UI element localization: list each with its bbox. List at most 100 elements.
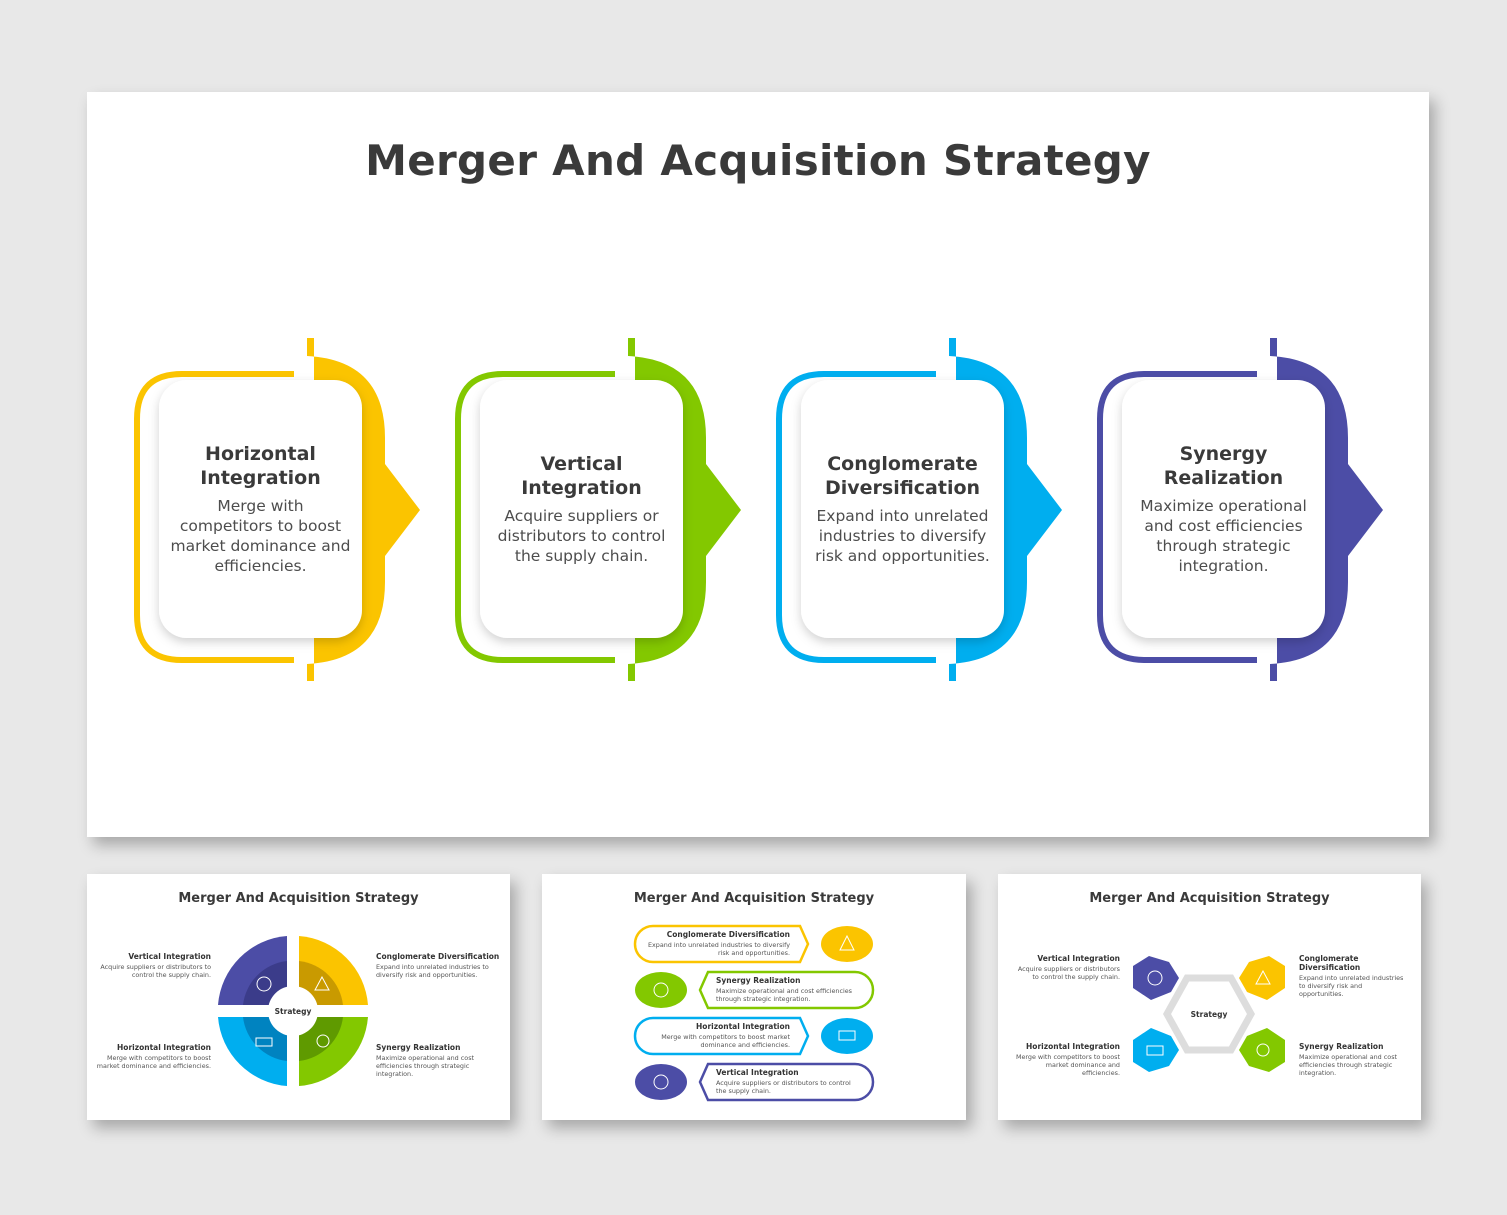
hex-icons [1146,969,1271,1057]
step-horizontal-integration: Horizontal Integration Merge with compet… [134,338,424,683]
badge-horizontal [821,1018,873,1054]
step-outline [455,371,615,663]
cycle-icon [653,982,669,998]
step-conglomerate-diversification: Conglomerate Diversification Expand into… [776,338,1066,683]
label-synergy: Synergy Realization Maximize operational… [376,1043,506,1078]
step-card-bg [1122,380,1325,638]
hex-vertical [1133,956,1179,1000]
step-title: Horizontal Integration [200,443,321,489]
label-text: Expand into unrelated industries to dive… [1299,974,1404,998]
center-label: Strategy [275,1007,312,1016]
label-title: Horizontal Integration [696,1022,790,1031]
network-icon [1255,969,1271,985]
label-title: Vertical Integration [1037,954,1120,963]
step-card: Conglomerate Diversification Expand into… [801,380,1004,638]
step-text: Acquire suppliers or distributors to con… [497,507,666,565]
step-card-bg [480,380,683,638]
handshake-icon [255,1037,273,1047]
center-label: Strategy [1191,1010,1228,1019]
label-title: Horizontal Integration [117,1043,211,1052]
step-bracket-shape [134,338,420,681]
label-vertical: Vertical Integration Acquire suppliers o… [97,952,211,979]
step-synergy-realization: Synergy Realization Maximize operational… [1097,338,1387,683]
label-title: Conglomerate Diversification [1299,954,1361,972]
label-title: Vertical Integration [716,1068,799,1077]
label-horizontal: Horizontal Integration Merge with compet… [95,1043,211,1070]
label-text: Merge with competitors to boost market d… [96,1054,211,1070]
step-bracket-shape [455,338,741,681]
label-title: Conglomerate Diversification [376,952,500,961]
thumbnail-pill-layout[interactable]: Merger And Acquisition Strategy Conglome… [542,874,966,1120]
pill-text-horizontal: Horizontal Integration Merge with compet… [642,1022,790,1049]
step-title: Vertical Integration [521,453,642,499]
label-text: Expand into unrelated industries to dive… [647,941,790,957]
label-conglomerate: Conglomerate Diversification Expand into… [376,952,501,979]
step-card: Synergy Realization Maximize operational… [1122,380,1325,638]
pill-diagram [633,924,875,1102]
step-card: Vertical Integration Acquire suppliers o… [480,380,683,638]
label-conglomerate: Conglomerate Diversification Expand into… [1299,954,1407,998]
step-outline [134,371,294,663]
thumbnail-title: Merger And Acquisition Strategy [1089,891,1330,906]
thumbnail-title: Merger And Acquisition Strategy [633,891,875,906]
main-slide: Merger And Acquisition Strategy Horizont… [87,92,1429,837]
label-horizontal: Horizontal Integration Merge with compet… [1014,1042,1120,1077]
step-card-bg [801,380,1004,638]
vertical-icon [1147,970,1163,986]
badge-conglomerate [821,926,873,962]
pill-text-vertical: Vertical Integration Acquire suppliers o… [716,1068,856,1095]
pill-text-conglomerate: Conglomerate Diversification Expand into… [642,930,790,957]
step-outline [1097,371,1257,663]
pill-conglomerate [633,924,810,964]
vertical-icon [653,1074,669,1090]
pill-text-synergy: Synergy Realization Maximize operational… [716,976,856,1003]
network-icon [314,975,330,991]
hex-conglomerate [1239,956,1285,1000]
badge-icons [653,934,856,1090]
step-bracket-shape [1097,338,1383,681]
center-hexagon [1162,974,1256,1054]
label-title: Conglomerate Diversification [666,930,790,939]
label-text: Maximize operational and cost efficienci… [376,1054,475,1078]
step-vertical-integration: Vertical Integration Acquire suppliers o… [455,338,745,683]
label-text: Acquire suppliers or distributors to con… [100,963,211,979]
thumbnail-circle-layout[interactable]: Merger And Acquisition Strategy Strategy [87,874,510,1120]
network-icon [839,934,855,951]
vertical-icon [256,976,272,992]
step-outline [776,371,936,663]
label-title: Synergy Realization [1299,1042,1384,1051]
handshake-icon [1146,1045,1164,1056]
step-text: Expand into unrelated industries to dive… [815,507,990,565]
circle-diagram: Strategy [218,936,368,1086]
badge-vertical [635,1064,687,1100]
cycle-icon [1256,1043,1270,1057]
pill-horizontal [633,1016,810,1056]
hex-horizontal [1133,1028,1179,1072]
label-text: Expand into unrelated industries to dive… [376,963,489,979]
hex-synergy [1239,1028,1285,1072]
quadrant-icons [255,975,330,1048]
label-text: Acquire suppliers or distributors to con… [716,1079,851,1095]
label-text: Maximize operational and cost efficienci… [1299,1053,1398,1077]
slide-title: Merger And Acquisition Strategy [365,136,1151,185]
label-title: Vertical Integration [128,952,211,961]
label-text: Maximize operational and cost efficienci… [716,987,852,1003]
step-text: Maximize operational and cost efficienci… [1140,497,1307,575]
handshake-icon [838,1030,856,1041]
label-title: Synergy Realization [716,976,801,985]
thumbnail-title: Merger And Acquisition Strategy [178,891,419,906]
hexagon-diagram: Strategy [1133,956,1285,1072]
label-vertical: Vertical Integration Acquire suppliers o… [1014,954,1120,981]
step-title: Synergy Realization [1163,443,1284,489]
label-synergy: Synergy Realization Maximize operational… [1299,1042,1399,1077]
label-title: Synergy Realization [376,1043,461,1052]
label-text: Merge with competitors to boost market d… [661,1033,790,1049]
step-title: Conglomerate Diversification [824,453,981,499]
step-card: Horizontal Integration Merge with compet… [159,380,362,638]
thumbnail-hexagon-layout[interactable]: Merger And Acquisition Strategy Strategy… [998,874,1421,1120]
pill-synergy [698,970,875,1010]
step-bracket-shape [776,338,1062,681]
center-circle [268,986,318,1036]
cycle-icon [316,1034,330,1048]
pill-vertical [698,1062,875,1102]
